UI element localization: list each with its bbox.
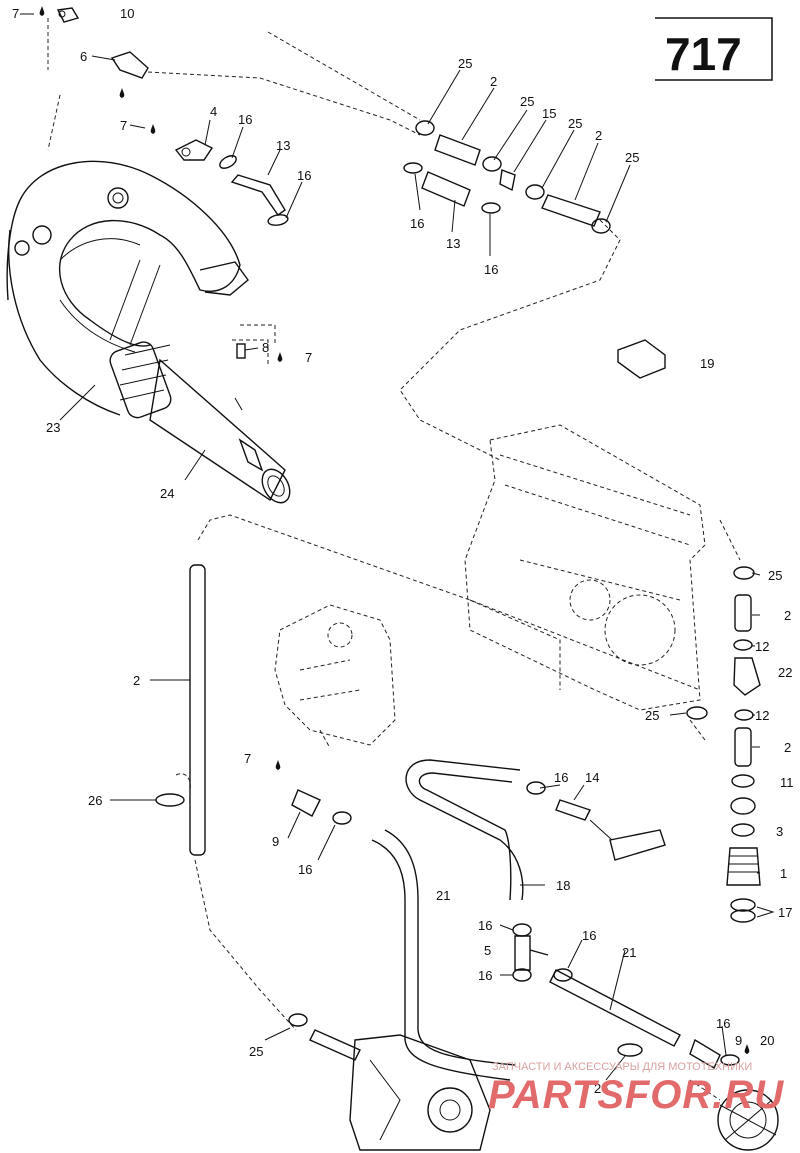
fitting-14 [526,781,591,821]
pump-housing-dashed [274,604,396,746]
label-2: 2 [784,608,791,623]
label-6: 6 [80,49,87,64]
label-21: 21 [622,945,636,960]
label-18: 18 [556,878,570,893]
label-14: 14 [585,770,599,785]
label-7: 7 [305,350,312,365]
decal-19 [617,339,666,379]
label-9: 9 [735,1033,742,1048]
label-2: 2 [784,740,791,755]
label-16: 16 [716,1016,730,1031]
label-17: 17 [778,905,792,920]
label-20: 20 [760,1033,774,1048]
drop-icon [277,352,283,362]
watermark: ЗАПЧАСТИ И АКСЕССУАРЫ ДЛЯ МОТОТЕХНИКИ PA… [488,1061,784,1117]
page-number: 717 [665,28,742,80]
label-26: 26 [594,1081,608,1096]
label-12: 12 [755,708,769,723]
fitting-4 [174,139,214,161]
fitting-9-left [291,789,352,825]
part-number-labels: 7 10 6 7 4 16 13 16 25 2 25 15 25 2 25 1… [12,6,794,1096]
label-25: 25 [568,116,582,131]
bottom-housing [349,1034,491,1151]
label-16: 16 [582,928,596,943]
label-25: 25 [249,1044,263,1059]
label-16: 16 [410,216,424,231]
clamp-16-upper [219,155,289,226]
label-19: 19 [700,356,714,371]
fitting-10 [56,7,80,23]
label-2: 2 [133,673,140,688]
right-column-parts [686,566,761,923]
label-24: 24 [160,486,174,501]
label-26: 26 [88,793,102,808]
fitting-8 [232,339,269,365]
fitting-25-bottom [288,1013,361,1061]
page-number-box: 717 [655,17,773,81]
label-25: 25 [625,150,639,165]
label-2: 2 [490,74,497,89]
hose-13-upper [230,174,286,216]
label-16: 16 [554,770,568,785]
label-11: 11 [780,775,794,790]
label-16: 16 [484,262,498,277]
label-23: 23 [46,420,60,435]
watermark-logo-text: PARTSFOR.RU [488,1073,784,1117]
label-7: 7 [120,118,127,133]
label-4: 4 [210,104,217,119]
label-12: 12 [755,639,769,654]
fitting-6 [110,51,149,79]
upper-hose-chain [403,120,611,234]
label-16: 16 [478,968,492,983]
hose-18-loop [405,759,524,901]
tee-5 [512,923,549,982]
drop-icon [275,760,281,770]
bottom-right-gear [689,1079,779,1151]
drop-icon [744,1044,750,1054]
label-9: 9 [272,834,279,849]
hose-21-right [549,968,681,1047]
label-10: 10 [120,6,134,21]
routing-dash-lines [47,18,741,1031]
label-25: 25 [458,56,472,71]
fitting-9-right [617,1038,740,1069]
label-16: 16 [298,862,312,877]
engine-block [464,424,706,711]
label-8: 8 [262,340,269,355]
exhaust-cone-24 [149,358,291,504]
sealant-drop-icons [39,6,750,1054]
label-7: 7 [244,751,251,766]
label-1: 1 [780,866,787,881]
label-22: 22 [778,665,792,680]
drop-icon [150,124,156,134]
label-7: 7 [12,6,19,21]
leader-lines [20,13,775,1081]
label-5: 5 [484,943,491,958]
label-13: 13 [446,236,460,251]
exhaust-pipe-23 [6,160,249,419]
label-25: 25 [768,568,782,583]
label-25: 25 [645,708,659,723]
label-16: 16 [238,112,252,127]
hose-2-vertical [155,564,206,856]
label-3: 3 [776,824,783,839]
label-2: 2 [595,128,602,143]
hose-21-left [371,829,516,1081]
watermark-tagline: ЗАПЧАСТИ И АКСЕССУАРЫ ДЛЯ МОТОТЕХНИКИ [492,1061,752,1073]
drop-icon [119,88,125,98]
label-15: 15 [542,106,556,121]
drop-icon [39,6,45,16]
bracket [589,819,666,861]
label-16: 16 [478,918,492,933]
label-25: 25 [520,94,534,109]
label-13: 13 [276,138,290,153]
label-16: 16 [297,168,311,183]
label-21: 21 [436,888,450,903]
